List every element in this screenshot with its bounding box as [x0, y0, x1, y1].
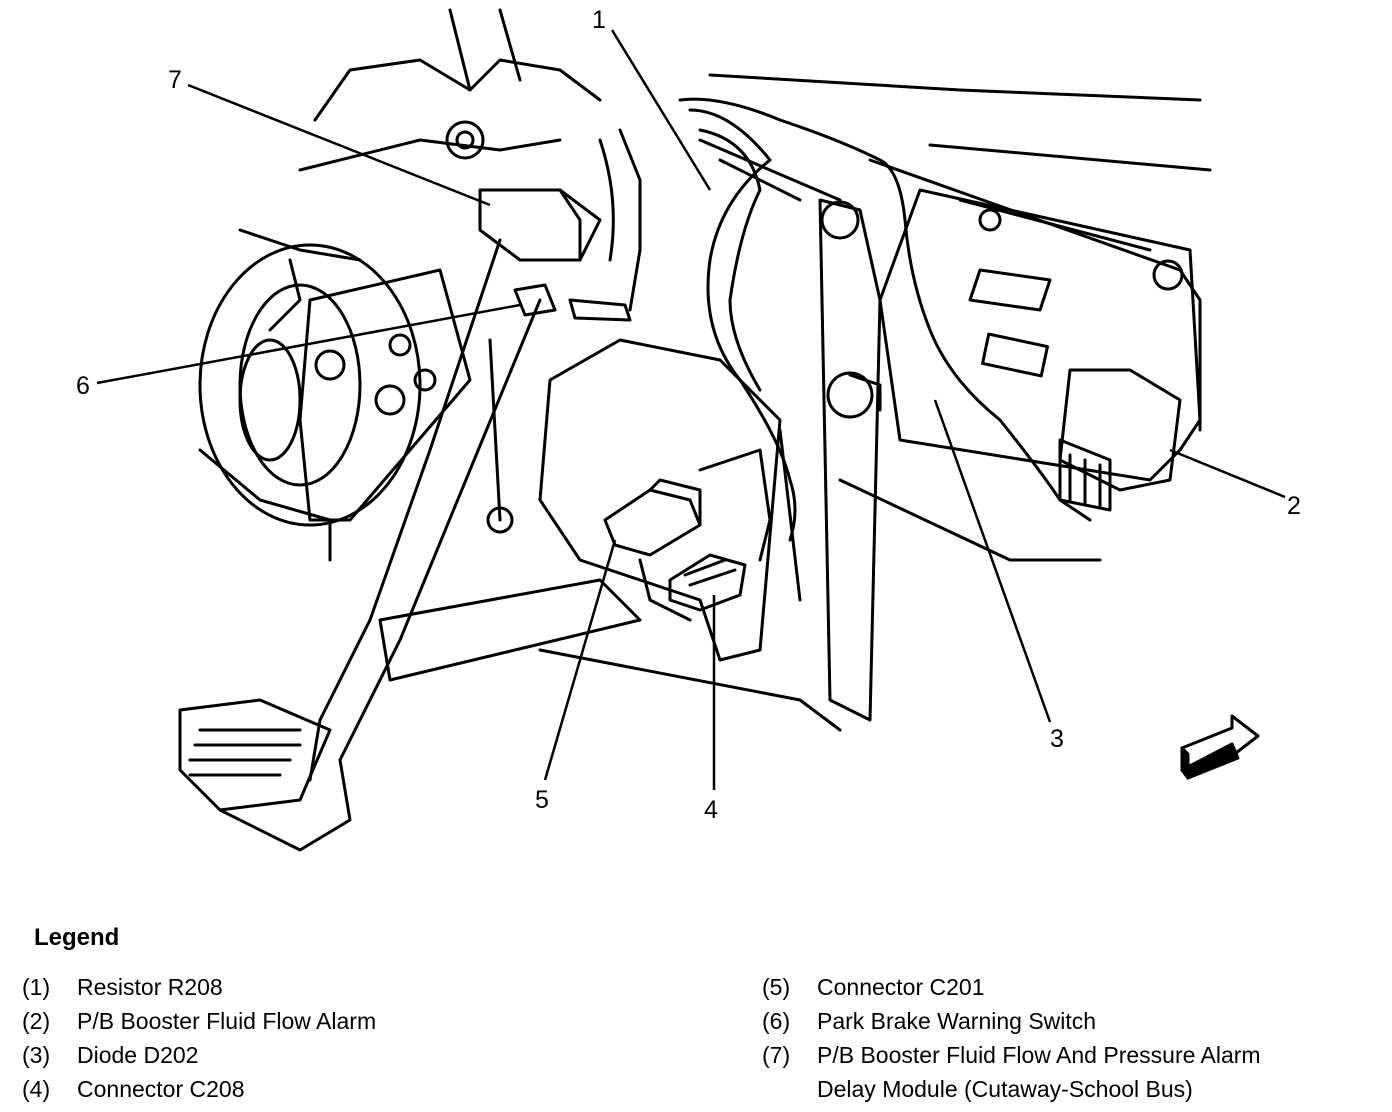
front-arrow-icon — [1180, 714, 1260, 780]
brake-pedal — [178, 238, 642, 852]
legend-text: P/B Booster Fluid Flow And Pressure Alar… — [817, 1042, 1261, 1068]
leader-line-1 — [610, 29, 712, 191]
callout-number-3: 3 — [1050, 725, 1064, 753]
alarm-module — [1058, 368, 1182, 512]
leader-line-3 — [933, 399, 1052, 723]
legend-item: (7) P/B Booster Fluid Flow And Pressure … — [762, 1038, 1261, 1072]
callout-number-4: 4 — [704, 796, 718, 824]
legend-text: Delay Module (Cutaway-School Bus) — [817, 1076, 1193, 1102]
wiring-harness — [598, 97, 1092, 622]
park-brake-switch — [513, 283, 632, 322]
callout-number-6: 6 — [76, 372, 90, 400]
legend-key: (6) — [762, 1008, 791, 1034]
dash-structure — [238, 8, 1212, 732]
callout-number-7: 7 — [168, 66, 182, 94]
legend-item: (4) Connector C208 — [22, 1072, 376, 1106]
legend-text: Park Brake Warning Switch — [817, 1008, 1097, 1034]
legend-title: Legend — [34, 924, 120, 951]
callout-number-1: 1 — [592, 6, 606, 34]
brake-pedal-diagram — [96, 8, 1286, 852]
legend-key: (2) — [22, 1008, 51, 1034]
legend-column-right: (5) Connector C201 (6) Park Brake Warnin… — [762, 970, 1261, 1106]
leader-line-6 — [96, 303, 521, 385]
legend-text: P/B Booster Fluid Flow Alarm — [77, 1008, 377, 1034]
leader-line-5 — [543, 539, 617, 781]
leader-line-2 — [1169, 448, 1286, 499]
delay-module — [478, 188, 602, 262]
callout-number-5: 5 — [535, 786, 549, 814]
right-panel — [826, 188, 1202, 482]
legend-text: Resistor R208 — [77, 974, 223, 1000]
legend-key-spacer — [762, 1072, 817, 1106]
legend-key: (3) — [22, 1042, 51, 1068]
callout-number-2: 2 — [1287, 492, 1301, 520]
legend-column-left: (1) Resistor R208 (2) P/B Booster Fluid … — [22, 970, 376, 1106]
legend-text: Connector C201 — [817, 974, 985, 1000]
legend-item-continued: Delay Module (Cutaway-School Bus) — [762, 1072, 1261, 1106]
legend-key: (4) — [22, 1076, 51, 1102]
leader-line-7 — [187, 83, 491, 207]
legend-item: (1) Resistor R208 — [22, 970, 376, 1004]
brake-booster — [198, 120, 485, 562]
legend-text: Diode D202 — [77, 1042, 199, 1068]
connector-c208 — [668, 553, 747, 612]
pedal-bracket — [486, 138, 882, 722]
legend-key: (7) — [762, 1042, 791, 1068]
legend-item: (2) P/B Booster Fluid Flow Alarm — [22, 1004, 376, 1038]
connector-c201 — [603, 478, 702, 557]
legend-item: (5) Connector C201 — [762, 970, 1261, 1004]
legend-key: (1) — [22, 974, 51, 1000]
legend-text: Connector C208 — [77, 1076, 245, 1102]
legend-item: (6) Park Brake Warning Switch — [762, 1004, 1261, 1038]
legend-item: (3) Diode D202 — [22, 1038, 376, 1072]
legend-key: (5) — [762, 974, 791, 1000]
